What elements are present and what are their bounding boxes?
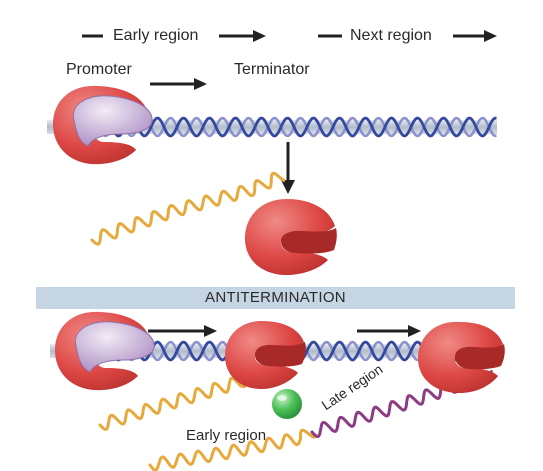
terminator-label: Terminator <box>234 61 310 78</box>
antitermination-banner: ANTITERMINATION <box>36 287 515 309</box>
terminator-arrow <box>281 142 295 194</box>
header-arrows <box>82 30 497 42</box>
arrow-right-icon <box>204 325 217 337</box>
arrow-right-icon <box>194 78 207 90</box>
sigma-factor-icon <box>74 321 155 373</box>
sigma-factor-icon <box>72 95 153 147</box>
promoter-arrow <box>150 78 207 90</box>
early-region-header-label: Early region <box>113 27 199 44</box>
n-protein-icon <box>272 389 302 419</box>
early-region-rna-product <box>148 428 316 471</box>
promoter-label: Promoter <box>66 61 132 78</box>
rna-polymerase-icon <box>244 199 337 276</box>
antitermination-label: ANTITERMINATION <box>205 289 346 306</box>
rna-polymerase-icon <box>54 311 155 391</box>
rna-polymerase-icon <box>52 85 153 165</box>
next-region-header-label: Next region <box>350 27 432 44</box>
released-early-rna <box>90 171 286 246</box>
arrow-right-icon <box>484 30 497 42</box>
arrow-down-icon <box>281 180 295 194</box>
rna-polymerase-icon <box>418 321 505 393</box>
early-region-rna <box>98 370 264 431</box>
early-region-rna-label: Early region <box>186 427 267 444</box>
arrow-right-icon <box>253 30 266 42</box>
transcription-arrows <box>148 325 421 337</box>
arrow-right-icon <box>408 325 421 337</box>
rna-polymerase-icon <box>224 321 306 389</box>
